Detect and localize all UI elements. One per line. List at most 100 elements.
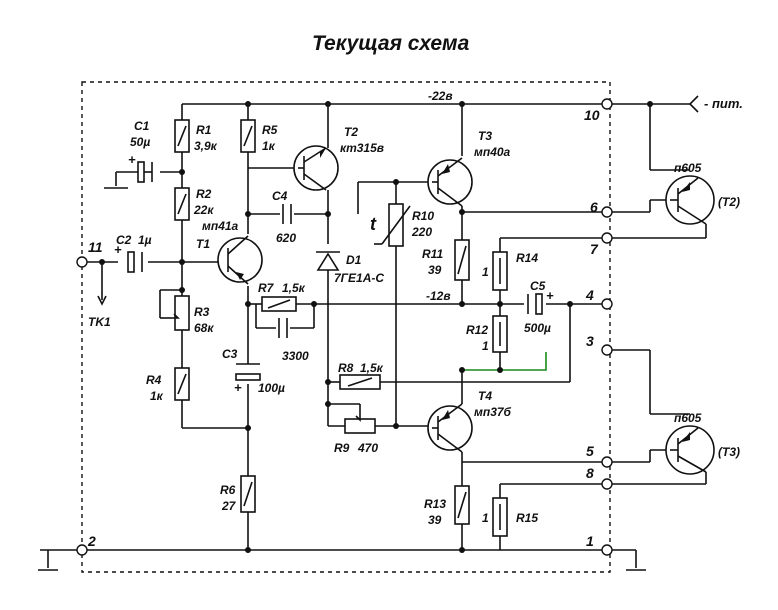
label-R15-name: R15 <box>516 511 538 525</box>
label-R14-value: 1 <box>482 265 489 279</box>
label-ext-lower-type: п605 <box>674 411 702 425</box>
svg-text:+: + <box>114 242 122 257</box>
label-R2-name: R2 <box>196 187 212 201</box>
terminal-2 <box>76 544 88 556</box>
transistor-T1 <box>217 235 263 285</box>
transistor-T2 <box>293 145 339 191</box>
terminal-numbers: 10 6 7 4 3 5 8 1 11 2 <box>87 107 600 549</box>
label-R4-value: 1к <box>150 389 164 403</box>
terminal-number-8: 8 <box>586 465 594 481</box>
terminal-number-3: 3 <box>586 333 594 349</box>
label-T4-type: мп37б <box>474 405 512 419</box>
label-R7-name: R7 <box>258 281 275 295</box>
labels: C1 50µ R1 3,9к R2 22к мп41а T1 C2 1µ TK1… <box>88 89 743 527</box>
capacitor-C1 <box>137 161 145 183</box>
label-R13-name: R13 <box>424 497 446 511</box>
label-R2-value: 22к <box>193 203 214 217</box>
label-C2-value: 1µ <box>138 233 152 247</box>
resistor-R3 <box>174 295 190 331</box>
label-R11-value: 39 <box>428 263 442 277</box>
label-R9-value: 470 <box>357 441 378 455</box>
svg-text:+: + <box>546 288 554 303</box>
label-R11-name: R11 <box>422 247 443 261</box>
label-v22: -22в <box>428 89 453 103</box>
label-T1-type: мп41а <box>202 219 239 233</box>
resistor-bodies <box>172 119 508 537</box>
highlighted-wire <box>462 352 547 371</box>
board-outline <box>81 81 611 573</box>
label-R12-value: 1 <box>482 339 489 353</box>
label-C4-value: 620 <box>276 231 296 245</box>
label-R12-name: R12 <box>466 323 488 337</box>
junction-dots <box>99 101 653 553</box>
label-C3-name: C3 <box>222 347 238 361</box>
label-TK1: TK1 <box>88 315 111 329</box>
diode-D1 <box>316 251 340 271</box>
label-T4-name: T4 <box>478 389 492 403</box>
label-T2-type: кт315в <box>340 141 384 155</box>
label-R7-value: 1,5к <box>282 281 306 295</box>
terminal-11 <box>76 256 88 268</box>
label-R5-value: 1к <box>262 139 276 153</box>
terminal-number-6: 6 <box>590 199 598 215</box>
label-R10-value: 220 <box>411 225 432 239</box>
label-R15-value: 1 <box>482 511 489 525</box>
label-D1-name: D1 <box>346 253 362 267</box>
label-R13-value: 39 <box>428 513 442 527</box>
label-ext-lower-ref: (T3) <box>718 445 740 459</box>
label-R1-value: 3,9к <box>194 139 218 153</box>
transistor-ext-upper <box>665 175 715 225</box>
label-C2-name: C2 <box>116 233 132 247</box>
label-T1-name: T1 <box>196 237 210 251</box>
terminal-6 <box>601 206 613 218</box>
label-R5-name: R5 <box>262 123 278 137</box>
terminal-4 <box>601 298 613 310</box>
terminal-10 <box>601 98 613 110</box>
label-R6-value: 27 <box>221 499 237 513</box>
label-T2-name: T2 <box>344 125 358 139</box>
label-R10-name: R10 <box>412 209 434 223</box>
wiring <box>38 95 707 571</box>
label-C1-name: C1 <box>134 119 150 133</box>
label-T3-type: мп40а <box>474 145 511 159</box>
capacitors: + + + + <box>114 152 554 395</box>
transistor-ext-lower <box>665 425 715 475</box>
label-supply: - пит. <box>704 96 743 111</box>
horizontal-resistors <box>261 296 381 434</box>
terminals <box>76 98 613 556</box>
terminal-5 <box>601 456 613 468</box>
label-R8-value: 1,5к <box>360 361 384 375</box>
label-C4-name: C4 <box>272 189 288 203</box>
label-R14-name: R14 <box>516 251 538 265</box>
label-3300: 3300 <box>282 349 309 363</box>
terminal-number-4: 4 <box>585 287 594 303</box>
label-thermistor-t: t <box>370 214 377 234</box>
terminal-8 <box>601 478 613 490</box>
diagram-title: Текущая схема <box>312 32 470 55</box>
terminal-number-7: 7 <box>590 241 599 257</box>
terminal-1 <box>601 544 613 556</box>
terminal-number-2: 2 <box>87 533 96 549</box>
label-R1-name: R1 <box>196 123 212 137</box>
label-C1-value: 50µ <box>130 135 150 149</box>
terminal-3 <box>601 344 613 356</box>
terminal-number-5: 5 <box>586 443 594 459</box>
label-C5-value: 500µ <box>524 321 551 335</box>
label-C3-value: 100µ <box>258 381 285 395</box>
terminal-number-1: 1 <box>586 533 594 549</box>
label-C5-name: C5 <box>530 279 546 293</box>
label-ext-upper-ref: (T2) <box>718 195 740 209</box>
label-R9-name: R9 <box>334 441 350 455</box>
label-R8-name: R8 <box>338 361 354 375</box>
svg-text:+: + <box>128 152 136 167</box>
label-R6-name: R6 <box>220 483 236 497</box>
terminal-7 <box>601 232 613 244</box>
transistor-T3 <box>427 157 473 207</box>
label-v12: -12в <box>426 289 451 303</box>
label-T3-name: T3 <box>478 129 492 143</box>
terminal-number-10: 10 <box>584 107 600 123</box>
label-D1-type: 7ГЕ1А-С <box>334 271 384 285</box>
transistor-T4 <box>427 403 473 453</box>
label-R3-value: 68к <box>194 321 214 335</box>
